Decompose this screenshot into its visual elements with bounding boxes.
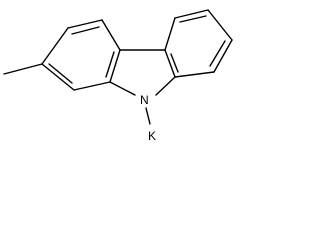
- bond-right-ring-3: [207, 9, 233, 41]
- bond-left-ring-4: [73, 81, 111, 91]
- potassium-atom-label: K: [148, 129, 156, 143]
- bond-n-k: [145, 107, 151, 125]
- bond-n-c-right: [155, 76, 176, 96]
- bond-left-ring-1: [67, 19, 103, 29]
- bond-c-n-left: [109, 81, 136, 96]
- structure-drawing: N K: [3, 9, 233, 143]
- double-bond-right-c: [170, 53, 179, 73]
- nitrogen-atom-label: N: [140, 93, 149, 107]
- bond-right-ring-6: [164, 49, 176, 78]
- bond-right-ring-4: [213, 39, 233, 73]
- bond-left-ring-6: [41, 27, 69, 65]
- methyl-bond: [3, 63, 43, 75]
- double-bond-left-b: [105, 51, 115, 78]
- double-bond-left-a: [71, 26, 100, 35]
- bond-right-ring-1: [164, 17, 176, 51]
- double-bond-left-c: [48, 63, 73, 84]
- bond-right-ring-5: [174, 71, 215, 78]
- bond-lines: [3, 9, 233, 125]
- bond-right-ring-2: [174, 9, 209, 19]
- double-bond-right-a: [179, 15, 207, 23]
- bond-left-ring-2: [101, 19, 121, 51]
- double-bond-right-b: [209, 40, 226, 67]
- bond-left-ring-3: [109, 49, 121, 83]
- bond-left-ring-5: [41, 63, 75, 91]
- molecule-canvas: N K: [0, 0, 235, 149]
